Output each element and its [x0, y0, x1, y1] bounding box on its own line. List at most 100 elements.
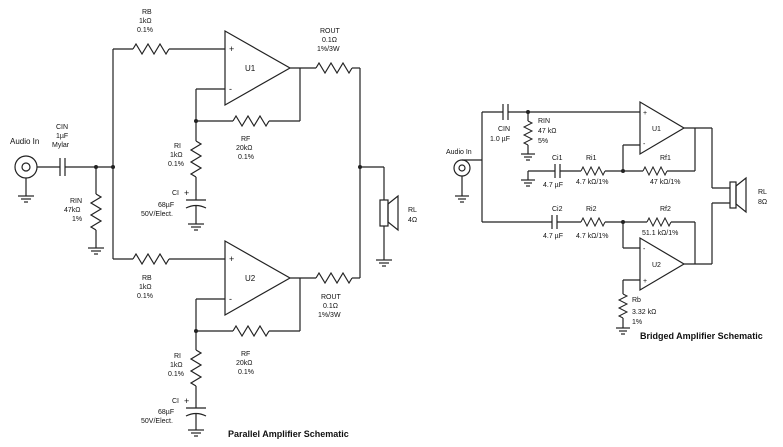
ci2-value: 4.7 µF — [543, 233, 563, 240]
svg-text:+: + — [184, 188, 189, 198]
audio-in-label-bridged: Audio In — [446, 149, 472, 156]
u1-rf-resistor — [232, 114, 270, 128]
rl-value-bridged: 8Ω — [758, 199, 767, 206]
ri1-name: Ri1 — [586, 155, 597, 162]
svg-text:+: + — [643, 278, 647, 285]
ci2-name: Ci2 — [552, 206, 563, 213]
u1-rb-name: RB — [142, 9, 152, 16]
rin-resistor-bridged — [522, 120, 534, 146]
svg-text:-: - — [229, 294, 232, 304]
u1-rb-tol: 0.1% — [137, 27, 153, 34]
rin-tol-bridged: 5% — [538, 138, 548, 145]
cin-capacitor-bridged — [502, 104, 509, 120]
u2-ci-capacitor: + — [184, 396, 207, 417]
rb-value-bridged: 3.32 kΩ — [632, 309, 656, 316]
u2-ri-value: 1kΩ — [170, 362, 183, 369]
u1-opamp-bridged: + - U1 — [639, 100, 686, 156]
svg-text:+: + — [184, 396, 189, 406]
rin-name-parallel: RIN — [70, 198, 82, 205]
u1-ci-type: 50V/Elect. — [141, 211, 173, 218]
u2-ci-value: 68µF — [158, 409, 174, 416]
ci1-name: Ci1 — [552, 155, 563, 162]
rin-resistor-parallel — [89, 193, 103, 231]
u1-rf-value: 20kΩ — [236, 145, 253, 152]
svg-text:+: + — [643, 110, 647, 117]
rf1-resistor — [642, 165, 668, 177]
bridged-title: Bridged Amplifier Schematic — [640, 331, 763, 341]
rl-name-parallel: RL — [408, 207, 417, 214]
audio-in-label-parallel: Audio In — [10, 137, 39, 146]
ri1-value: 4.7 kΩ/1% — [576, 179, 608, 186]
u2-rb-name: RB — [142, 275, 152, 282]
svg-text:-: - — [229, 84, 232, 94]
u2-opamp-bridged: - + U2 — [639, 236, 686, 292]
u2-rb-value: 1kΩ — [139, 284, 152, 291]
u2-label-bridged: U2 — [652, 262, 661, 269]
bridged-amplifier: Audio In CIN 1.0 µF RIN 47 kΩ 5% — [446, 100, 767, 341]
u1-rout-tol: 1%/3W — [317, 46, 340, 53]
u1-rb-resistor — [132, 42, 170, 56]
u2-ri-name: RI — [174, 353, 181, 360]
u1-ci-capacitor: + — [184, 188, 207, 209]
u1-label: U1 — [245, 64, 256, 73]
rf2-name: Rf2 — [660, 206, 671, 213]
cin-name-bridged: CIN — [498, 126, 510, 133]
svg-text:-: - — [643, 141, 646, 148]
u2-rout-tol: 1%/3W — [318, 312, 341, 319]
u2-rb-tol: 0.1% — [137, 293, 153, 300]
cin-value-bridged: 1.0 µF — [490, 136, 510, 143]
rl-speaker-parallel — [379, 194, 399, 232]
rin-value-parallel: 47kΩ — [64, 207, 81, 214]
parallel-amplifier: Audio In CIN 1µF Mylar RIN 47kΩ 1% RB 1k… — [10, 9, 417, 439]
u2-rout-name: ROUT — [321, 294, 342, 301]
u2-rf-value: 20kΩ — [236, 360, 253, 367]
u1-ri-resistor — [189, 140, 203, 178]
u2-ri-tol: 0.1% — [168, 371, 184, 378]
cin-name-parallel: CIN — [56, 124, 68, 131]
ri2-resistor — [580, 216, 606, 228]
u2-label: U2 — [245, 274, 256, 283]
rb-name-bridged: Rb — [632, 297, 641, 304]
ci1-capacitor — [554, 164, 561, 178]
u2-ci-name: CI — [172, 398, 179, 405]
rf2-resistor — [646, 216, 672, 228]
rin-tol-parallel: 1% — [72, 216, 82, 223]
u1-ri-value: 1kΩ — [170, 152, 183, 159]
cin-capacitor-parallel — [59, 158, 66, 176]
svg-text:+: + — [229, 254, 234, 264]
u1-rb-value: 1kΩ — [139, 18, 152, 25]
u2-ci-type: 50V/Elect. — [141, 418, 173, 425]
rb-resistor-bridged — [617, 293, 629, 319]
rl-value-parallel: 4Ω — [408, 217, 417, 224]
cin-type-parallel: Mylar — [52, 142, 70, 149]
u1-label-bridged: U1 — [652, 126, 661, 133]
u1-rout-resistor — [315, 61, 353, 75]
rf1-value: 47 kΩ/1% — [650, 179, 681, 186]
u2-rf-tol: 0.1% — [238, 369, 254, 376]
u2-rf-name: RF — [241, 351, 250, 358]
svg-text:-: - — [643, 246, 646, 253]
u1-ri-tol: 0.1% — [168, 161, 184, 168]
u1-rout-value: 0.1Ω — [322, 37, 337, 44]
ri1-resistor — [580, 165, 606, 177]
u2-rf-resistor — [232, 324, 270, 338]
parallel-title: Parallel Amplifier Schematic — [228, 429, 349, 439]
ri2-value: 4.7 kΩ/1% — [576, 233, 608, 240]
ci2-capacitor — [551, 215, 558, 229]
u2-rout-resistor — [315, 271, 353, 285]
u1-ci-name: CI — [172, 190, 179, 197]
svg-text:+: + — [229, 44, 234, 54]
rl-name-bridged: RL — [758, 189, 767, 196]
u2-rout-value: 0.1Ω — [323, 303, 338, 310]
u1-ri-name: RI — [174, 143, 181, 150]
u2-opamp: + - U2 — [224, 239, 292, 317]
rb-tol-bridged: 1% — [632, 319, 642, 326]
rl-speaker-bridged — [729, 176, 747, 214]
u1-ci-value: 68µF — [158, 202, 174, 209]
rin-value-bridged: 47 kΩ — [538, 128, 556, 135]
cin-value-parallel: 1µF — [56, 133, 68, 140]
u1-rf-name: RF — [241, 136, 250, 143]
u1-opamp: + - U1 — [224, 29, 292, 107]
u1-rout-name: ROUT — [320, 28, 341, 35]
